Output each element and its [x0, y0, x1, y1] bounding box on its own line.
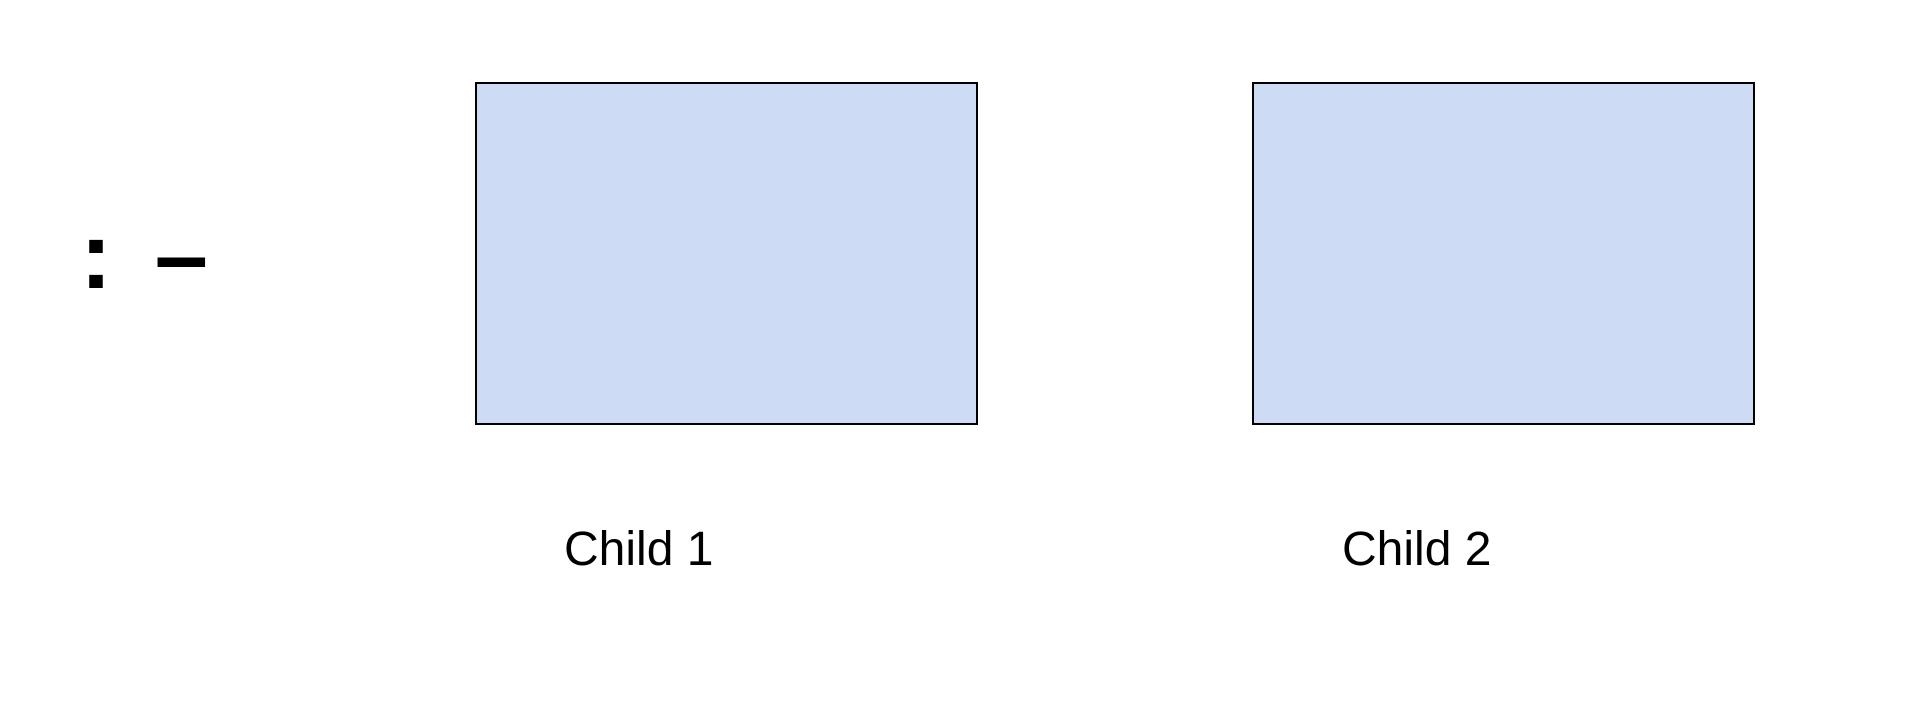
child-2-box [1252, 82, 1755, 425]
child-1-box [475, 82, 978, 425]
child-2-label: Child 2 [1342, 523, 1492, 576]
child-1-label: Child 1 [564, 523, 714, 576]
prefix-symbol: : – [80, 202, 217, 309]
